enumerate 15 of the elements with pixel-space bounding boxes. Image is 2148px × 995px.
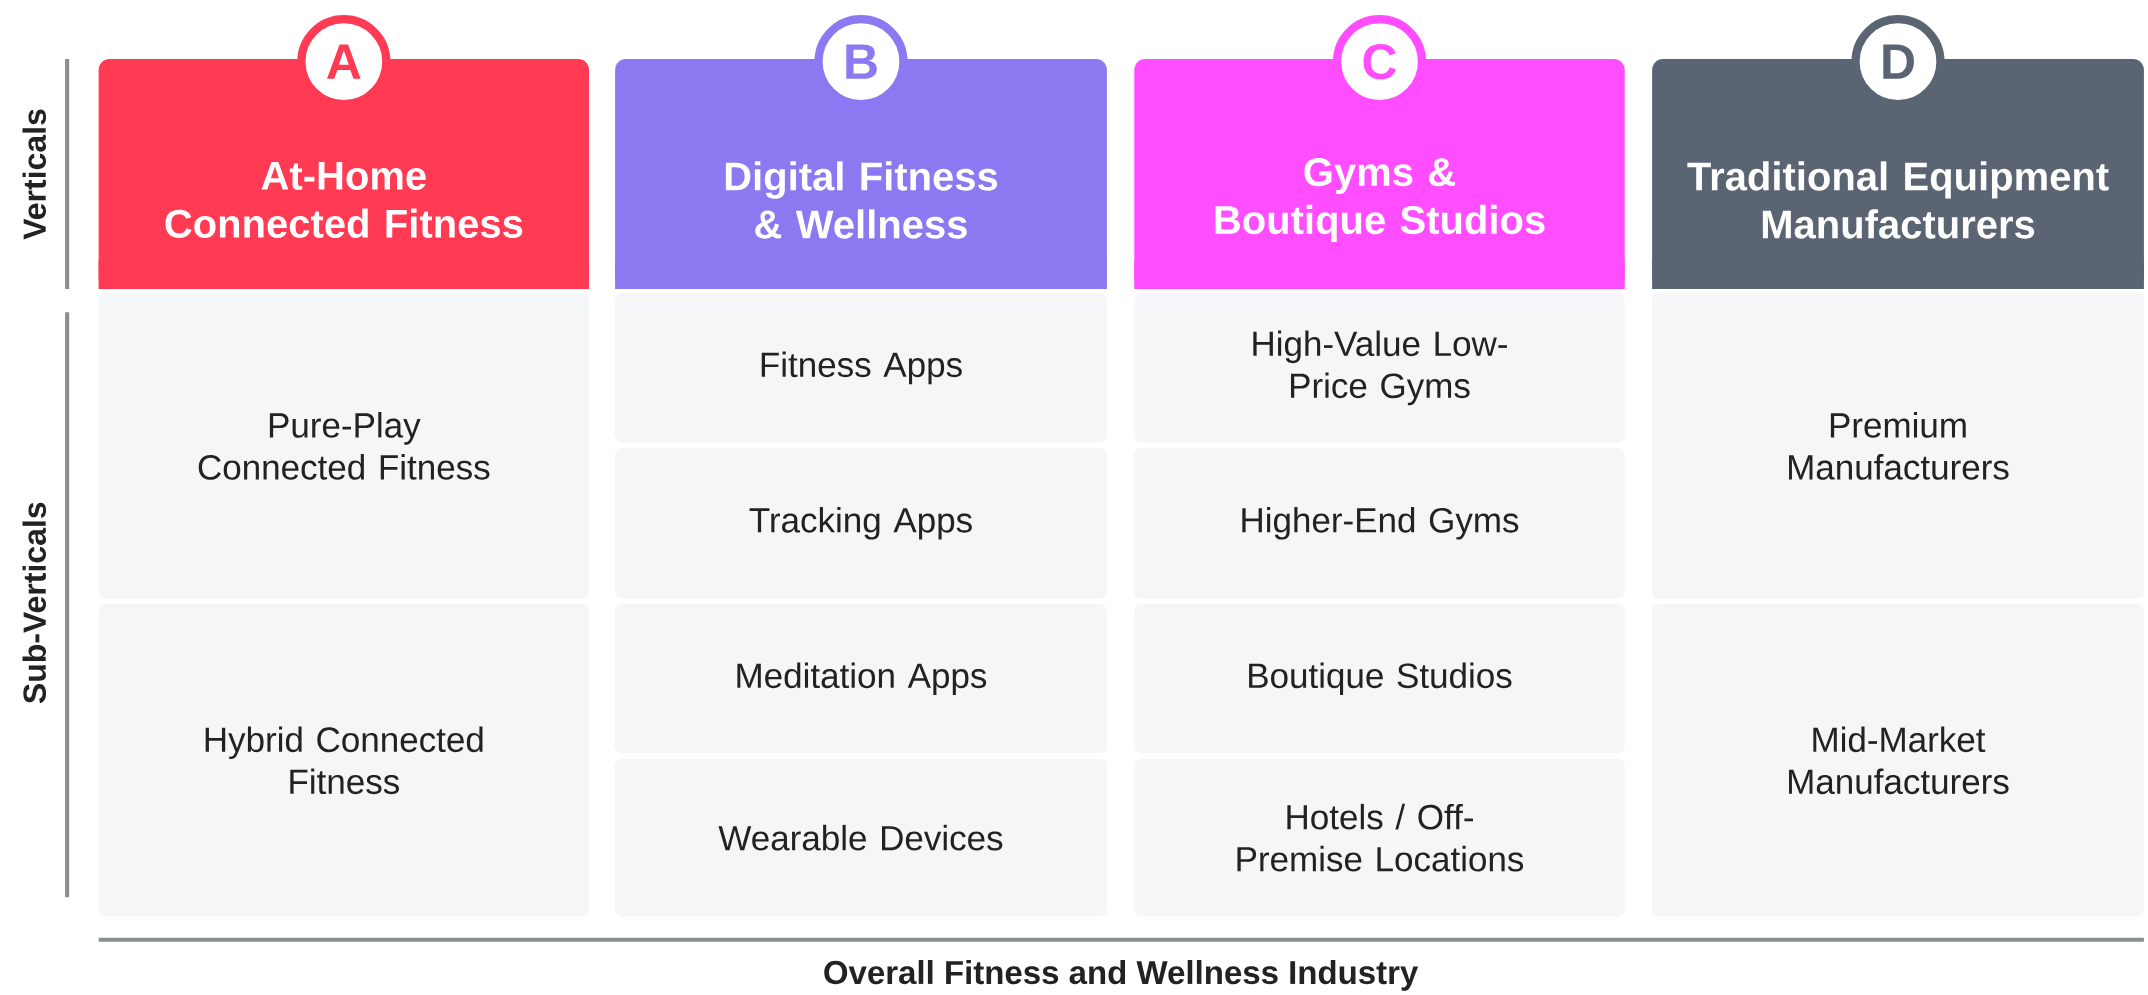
axis-label: Overall Fitness and Wellness Industry — [824, 960, 1419, 991]
sub-vertical-cell: Pure-Play Connected Fitness — [98, 293, 590, 599]
sub-vertical-cell: Hotels / Off-Premise Locations — [1134, 759, 1625, 917]
sub-vertical-cell: Wearable Devices — [615, 759, 1107, 917]
sub-vertical-cell: Hybrid Connected Fitness — [98, 604, 590, 917]
sub-vertical-cell: Premium Manufacturers — [1652, 293, 2144, 599]
sub-vertical-cell: High-Value Low-Price Gyms — [1134, 293, 1625, 443]
sub-vertical-cell: Mid-Market Manufacturers — [1652, 604, 2144, 917]
sub-vertical-cell: Meditation Apps — [615, 604, 1107, 754]
axis-label: Verticals — [22, 109, 46, 240]
sub-vertical-cell: Higher-End Gyms — [1134, 448, 1625, 599]
sub-vertical-cell: Boutique Studios — [1134, 604, 1625, 754]
axis-label: Sub-Verticals — [22, 502, 46, 704]
sub-vertical-cell: Tracking Apps — [615, 448, 1107, 599]
sub-vertical-cell: Fitness Apps — [615, 293, 1107, 443]
